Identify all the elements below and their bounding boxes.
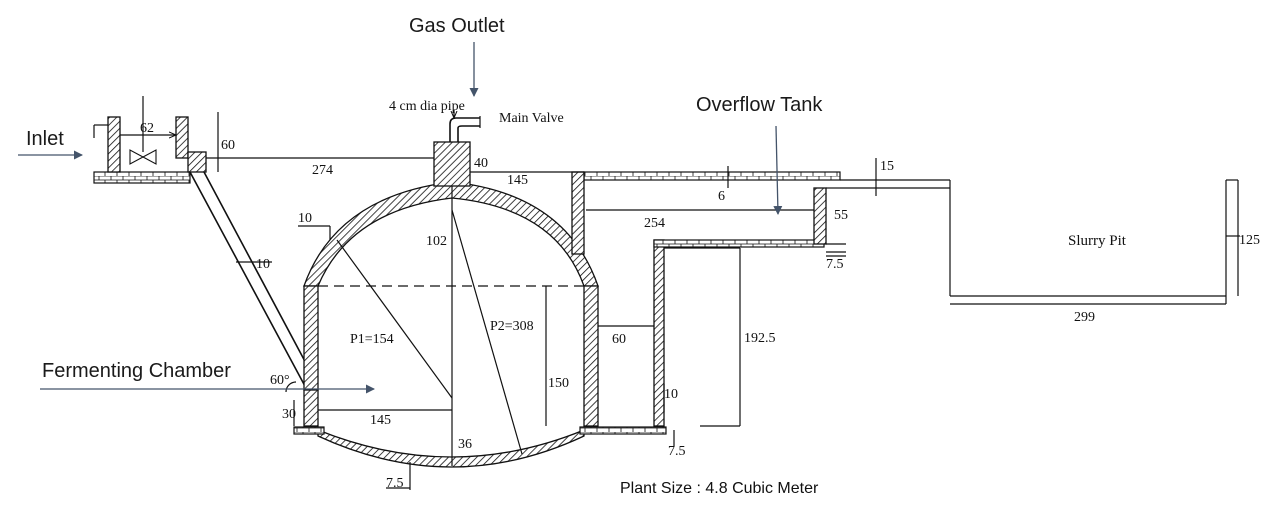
dim-145-bottom: 145 <box>370 413 391 428</box>
dim-125: 125 <box>1239 233 1260 248</box>
dim-15: 15 <box>880 159 894 174</box>
overflow-tank-label: Overflow Tank <box>696 94 823 116</box>
dim-254: 254 <box>644 216 665 231</box>
digester <box>293 110 667 468</box>
dim-p2: P2=308 <box>490 319 534 334</box>
dim-102: 102 <box>426 234 447 249</box>
dim-60-inlet: 60 <box>221 138 235 153</box>
dim-55: 55 <box>834 208 848 223</box>
dim-60-side: 60 <box>612 332 626 347</box>
dim-36: 36 <box>458 437 472 452</box>
gas-outlet-stub <box>433 141 471 187</box>
main-valve-label: Main Valve <box>499 111 564 126</box>
overflow-tank <box>571 171 846 427</box>
gas-pipe <box>449 117 480 142</box>
slurry-pit <box>840 179 1239 305</box>
dim-p1: P1=154 <box>350 332 394 347</box>
dim-7-5-right: 7.5 <box>826 257 844 272</box>
slurry-pit-label: Slurry Pit <box>1068 233 1127 249</box>
dim-62: 62 <box>140 121 154 136</box>
dim-40: 40 <box>474 156 488 171</box>
dim-145-top: 145 <box>507 173 528 188</box>
dim-30: 30 <box>282 407 296 422</box>
outlet-wall <box>653 239 665 427</box>
pipe-label: 4 cm dia pipe <box>389 99 465 114</box>
fermenting-chamber-label: Fermenting Chamber <box>42 360 231 382</box>
dim-7-5-mid: 7.5 <box>668 444 686 459</box>
mixer-icon <box>129 149 157 165</box>
gas-outlet-label: Gas Outlet <box>409 15 505 37</box>
inlet-tank <box>93 96 207 184</box>
dim-192-5: 192.5 <box>744 331 776 346</box>
left-wall <box>303 285 319 391</box>
dim-7-5-bottom: 7.5 <box>386 476 404 491</box>
overflow-left-wall <box>571 171 585 255</box>
dim-274: 274 <box>312 163 333 178</box>
dimension-lines <box>206 112 1240 490</box>
dim-10-pipe: 10 <box>256 257 270 272</box>
bottom-bowl <box>317 429 585 468</box>
dim-10-dome: 10 <box>298 211 312 226</box>
dim-10-wall: 10 <box>664 387 678 402</box>
inlet-label: Inlet <box>26 128 64 150</box>
inlet-pipe <box>189 171 317 389</box>
dim-150: 150 <box>548 376 569 391</box>
right-wall <box>583 285 599 427</box>
dim-299: 299 <box>1074 310 1095 325</box>
callout-arrows <box>18 42 783 394</box>
dim-6: 6 <box>718 189 725 204</box>
dim-angle: 60° <box>270 373 290 388</box>
plant-size-label: Plant Size : 4.8 Cubic Meter <box>620 480 819 497</box>
dome-wall <box>303 181 599 287</box>
overflow-tank-arrow <box>773 125 783 215</box>
